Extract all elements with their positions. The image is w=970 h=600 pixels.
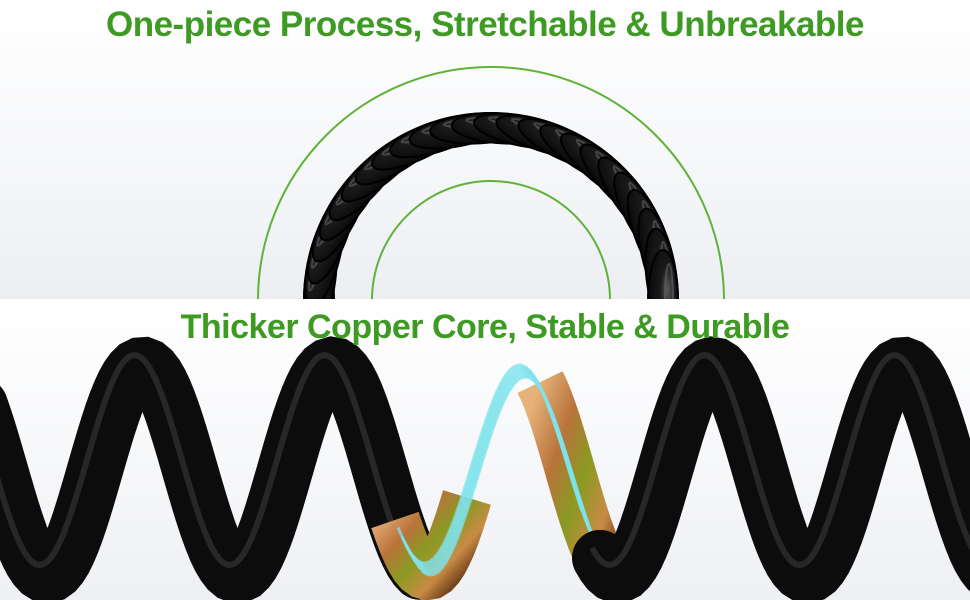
inner-arc-line	[371, 180, 611, 300]
coil-rings	[303, 112, 679, 300]
black-cable-left	[0, 336, 448, 600]
black-cable-right	[572, 336, 970, 600]
cable-copper-core-cutaway-image	[0, 336, 970, 600]
stretchable-headline: One-piece Process, Stretchable & Unbreak…	[105, 5, 865, 44]
cable-highlight-left	[0, 351, 415, 569]
copper-core-panel: Thicker Copper Core, Stable & Durable	[0, 300, 970, 600]
stretchable-panel: One-piece Process, Stretchable & Unbreak…	[0, 0, 970, 300]
panel-divider	[0, 299, 970, 301]
cable-highlight-right	[589, 351, 970, 569]
copper-core-headline: Thicker Copper Core, Stable & Durable	[180, 308, 790, 346]
wire-strand	[421, 375, 608, 577]
outer-arc-line	[257, 66, 725, 300]
inner-wire-strands	[396, 363, 608, 577]
coil-ring	[647, 249, 679, 300]
coiled-cable-arch-image	[257, 66, 725, 300]
